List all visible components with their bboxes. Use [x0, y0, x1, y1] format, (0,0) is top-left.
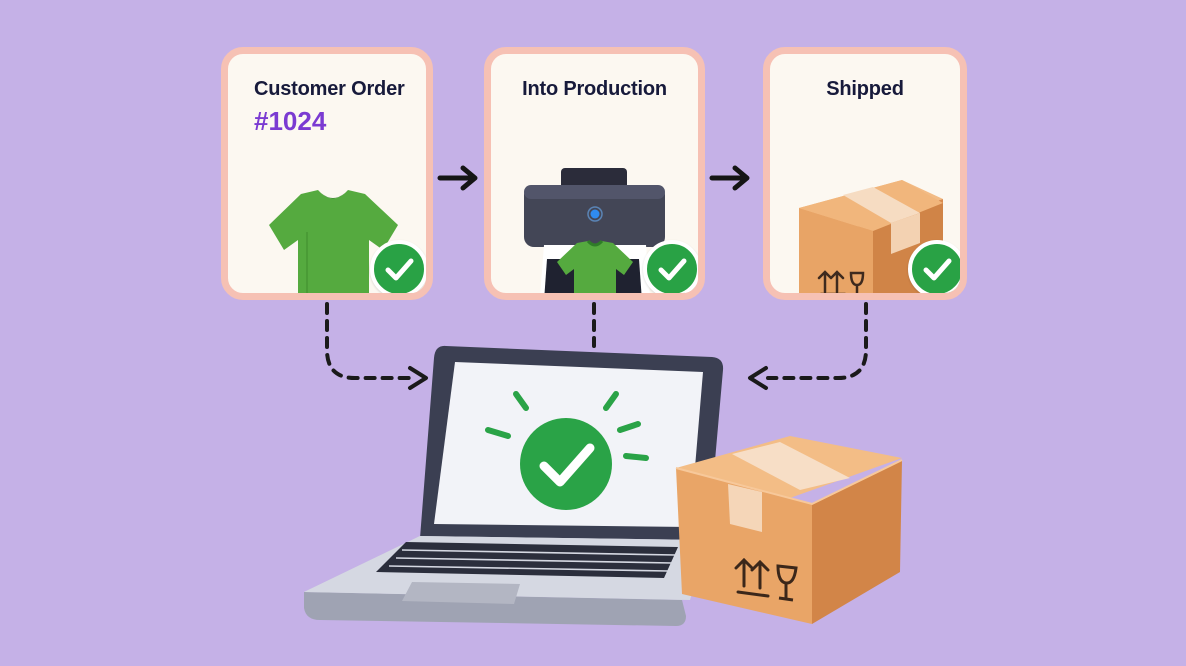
status-check-icon — [370, 240, 426, 293]
order-number: #1024 — [254, 106, 327, 136]
arrow-right-icon — [437, 165, 478, 191]
status-check-icon — [643, 240, 698, 293]
step-card-customer-order: Customer Order #1024 — [221, 47, 433, 300]
step-card-shipped: Shipped — [763, 47, 967, 300]
step-title: Customer Order — [254, 78, 405, 100]
box-icon — [799, 180, 943, 293]
t-shirt-icon — [269, 190, 398, 293]
step-title: Into Production — [522, 78, 667, 100]
step-card-into-production: Into Production — [484, 47, 705, 300]
arrow-right-icon — [709, 165, 750, 191]
step-title: Shipped — [826, 78, 904, 100]
success-check-icon — [485, 391, 649, 510]
printer-icon — [524, 168, 665, 293]
status-check-icon — [908, 240, 960, 293]
